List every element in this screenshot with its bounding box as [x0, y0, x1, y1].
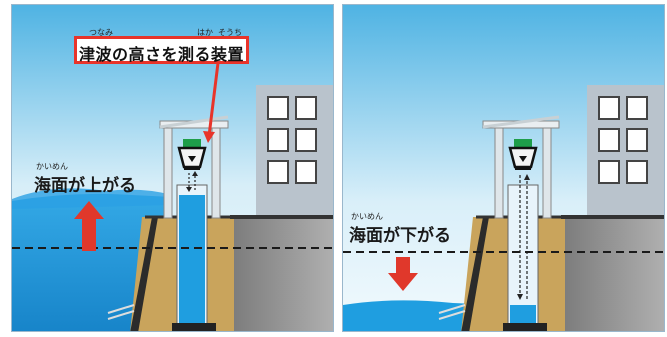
- panel-sea-falling: かいめん 海面が下がる: [342, 4, 665, 332]
- scene-sea-falling: [343, 5, 664, 331]
- tide-gauge-well: [172, 184, 216, 331]
- seawall: [461, 215, 664, 331]
- label-sea-falling: 海面が下がる: [349, 226, 451, 246]
- device-callout: つなみ はか そうち 津波の高さを測る装置: [74, 28, 249, 64]
- seawall: [130, 215, 333, 331]
- sea-high: [12, 193, 172, 331]
- callout-ruby-tsunami: つなみ: [89, 28, 113, 37]
- right-label-ruby: かいめん: [351, 212, 383, 221]
- wave-crest: [12, 188, 172, 209]
- gauge-frame: [482, 115, 560, 219]
- callout-ruby-souchi: そうち: [218, 28, 242, 37]
- panel-sea-rising: つなみ はか そうち 津波の高さを測る装置 かいめん 海面が上がる: [11, 4, 334, 332]
- pier: [438, 304, 466, 320]
- building: [256, 85, 333, 215]
- tide-gauge-well: [503, 184, 547, 331]
- left-label-ruby: かいめん: [36, 162, 68, 171]
- arrow-down-icon: [388, 257, 418, 291]
- gauge-frame: [159, 115, 229, 219]
- measure-arrows-long: [517, 174, 530, 300]
- building: [587, 85, 664, 215]
- pier: [107, 304, 135, 320]
- callout-pointer: [207, 62, 220, 137]
- callout-ruby-hakaru: はか: [197, 28, 213, 37]
- measure-arrows-short: [186, 171, 198, 192]
- arrow-up-icon: [74, 201, 104, 251]
- radar-sensor-icon: [177, 139, 207, 170]
- callout-pointer-head: [203, 131, 215, 143]
- callout-text: 津波の高さを測る装置: [78, 45, 244, 64]
- label-sea-rising: 海面が上がる: [34, 176, 136, 196]
- radar-sensor-icon: [508, 139, 538, 170]
